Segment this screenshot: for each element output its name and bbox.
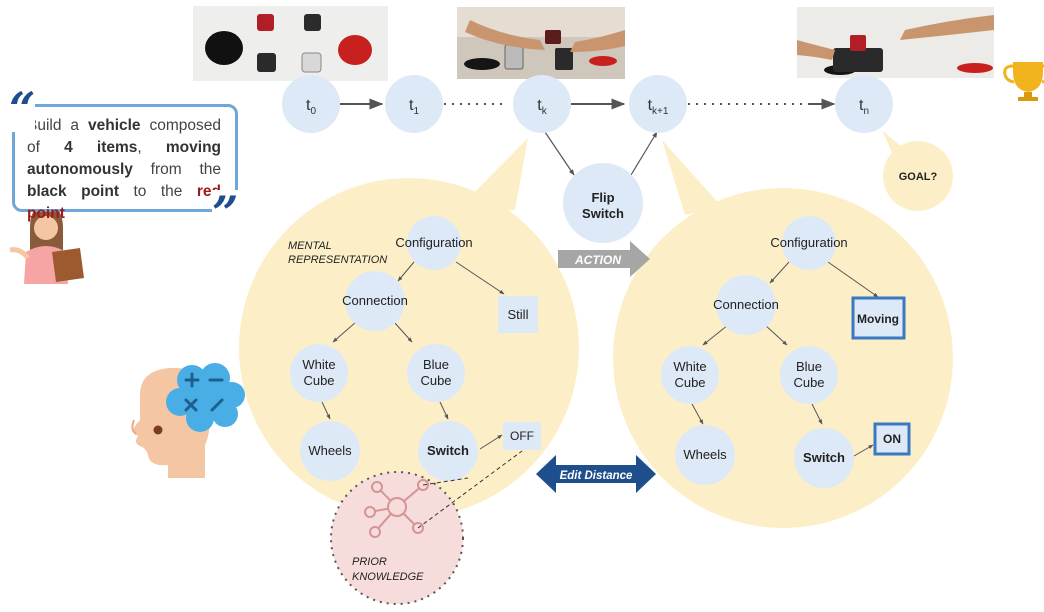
photo-t0 — [193, 6, 388, 81]
svg-text:Configuration: Configuration — [770, 235, 847, 250]
svg-text:Blue: Blue — [796, 359, 822, 374]
left-node-configuration: Configuration — [395, 216, 473, 270]
svg-text:Connection: Connection — [342, 293, 408, 308]
svg-text:KNOWLEDGE: KNOWLEDGE — [352, 571, 424, 583]
svg-text:t0: t0 — [306, 97, 316, 117]
prior-knowledge: PRIOR KNOWLEDGE — [330, 471, 464, 605]
timeline-node-tn: tn — [835, 75, 893, 133]
svg-text:Cube: Cube — [303, 373, 334, 388]
svg-text:Configuration: Configuration — [395, 235, 472, 250]
action-node-flip-switch: Flip Switch — [563, 163, 643, 243]
svg-text:Blue: Blue — [423, 357, 449, 372]
mental-representation-label: MENTAL — [288, 240, 332, 252]
left-node-blue-cube: Blue Cube — [407, 344, 465, 402]
left-node-connection: Connection — [342, 271, 408, 331]
mental-representation-label-2: REPRESENTATION — [288, 254, 387, 266]
svg-text:Edit Distance: Edit Distance — [560, 470, 633, 482]
svg-text:Wheels: Wheels — [683, 447, 727, 462]
instruction-text-run: , — [137, 139, 166, 156]
edit-distance-arrow: Edit Distance — [536, 455, 656, 493]
svg-text:Wheels: Wheels — [308, 443, 352, 458]
instruction-text-run: to the — [118, 183, 197, 200]
svg-text:Switch: Switch — [803, 450, 845, 465]
svg-text:tk+1: tk+1 — [648, 97, 669, 117]
prior-link-off — [417, 450, 523, 529]
prior-link-switch — [422, 477, 469, 486]
left-node-white-cube: White Cube — [290, 344, 348, 402]
left-node-state-off: OFF — [503, 422, 541, 450]
svg-text:tk: tk — [537, 97, 547, 117]
open-quote-icon: “ — [9, 82, 36, 136]
svg-text:tn: tn — [859, 97, 869, 117]
svg-text:Cube: Cube — [793, 375, 824, 390]
right-node-state-on: ON — [873, 422, 911, 456]
svg-text:PRIOR: PRIOR — [352, 556, 387, 568]
head-thinking-icon — [131, 363, 245, 478]
svg-text:ACTION: ACTION — [574, 253, 621, 267]
photo-tk — [457, 7, 625, 79]
svg-text:t1: t1 — [409, 97, 419, 117]
svg-text:Switch: Switch — [582, 206, 624, 221]
svg-text:Moving: Moving — [857, 312, 899, 326]
timeline: t0 t1 tk tk+1 tn — [282, 75, 893, 176]
instruction-text-run: 4 items — [64, 139, 138, 156]
photo-tn — [797, 7, 994, 78]
svg-text:OFF: OFF — [510, 429, 534, 443]
svg-text:White: White — [302, 357, 335, 372]
trophy-icon — [1003, 62, 1044, 101]
instruction-text-run: black point — [27, 183, 119, 200]
left-tree: Configuration Connection Still White Cub… — [290, 216, 541, 481]
action-arrow: ACTION — [558, 241, 650, 277]
right-node-switch: Switch — [794, 428, 854, 488]
person-reading-icon — [9, 205, 84, 284]
svg-text:Connection: Connection — [713, 297, 779, 312]
instruction-quote: Build a vehicle composed of 4 items, mov… — [12, 104, 238, 222]
close-quote-icon: ” — [212, 186, 239, 240]
right-node-configuration: Configuration — [770, 216, 848, 270]
right-node-blue-cube: Blue Cube — [780, 346, 838, 404]
timeline-node-tk: tk — [513, 75, 571, 133]
right-node-white-cube: White Cube — [661, 346, 719, 404]
right-node-connection: Connection — [713, 275, 779, 335]
svg-text:White: White — [673, 359, 706, 374]
left-node-switch: Switch — [418, 421, 478, 481]
left-node-still: Still — [498, 296, 538, 333]
right-node-moving: Moving — [851, 296, 906, 340]
instruction-text-run: vehicle — [87, 117, 141, 134]
svg-text:Cube: Cube — [674, 375, 705, 390]
right-node-wheels: Wheels — [675, 425, 735, 485]
goal-label: GOAL? — [899, 171, 938, 183]
timeline-node-t0: t0 — [282, 75, 340, 133]
instruction-text-run: Build a — [27, 117, 88, 134]
left-node-wheels: Wheels — [300, 421, 360, 481]
instruction-text-run: from the — [132, 161, 221, 178]
goal-bubble — [882, 130, 953, 211]
instruction-text-run: moving autonomously — [27, 139, 222, 178]
svg-text:ON: ON — [883, 432, 901, 446]
timeline-node-t1: t1 — [385, 75, 443, 133]
svg-text:Switch: Switch — [427, 443, 469, 458]
svg-text:Cube: Cube — [420, 373, 451, 388]
instruction-text-run: composed of — [27, 117, 222, 156]
timeline-node-tk1: tk+1 — [629, 75, 687, 133]
svg-text:Still: Still — [508, 307, 529, 322]
svg-text:Flip: Flip — [591, 190, 614, 205]
right-tree: Configuration Connection Moving White Cu… — [661, 216, 911, 488]
